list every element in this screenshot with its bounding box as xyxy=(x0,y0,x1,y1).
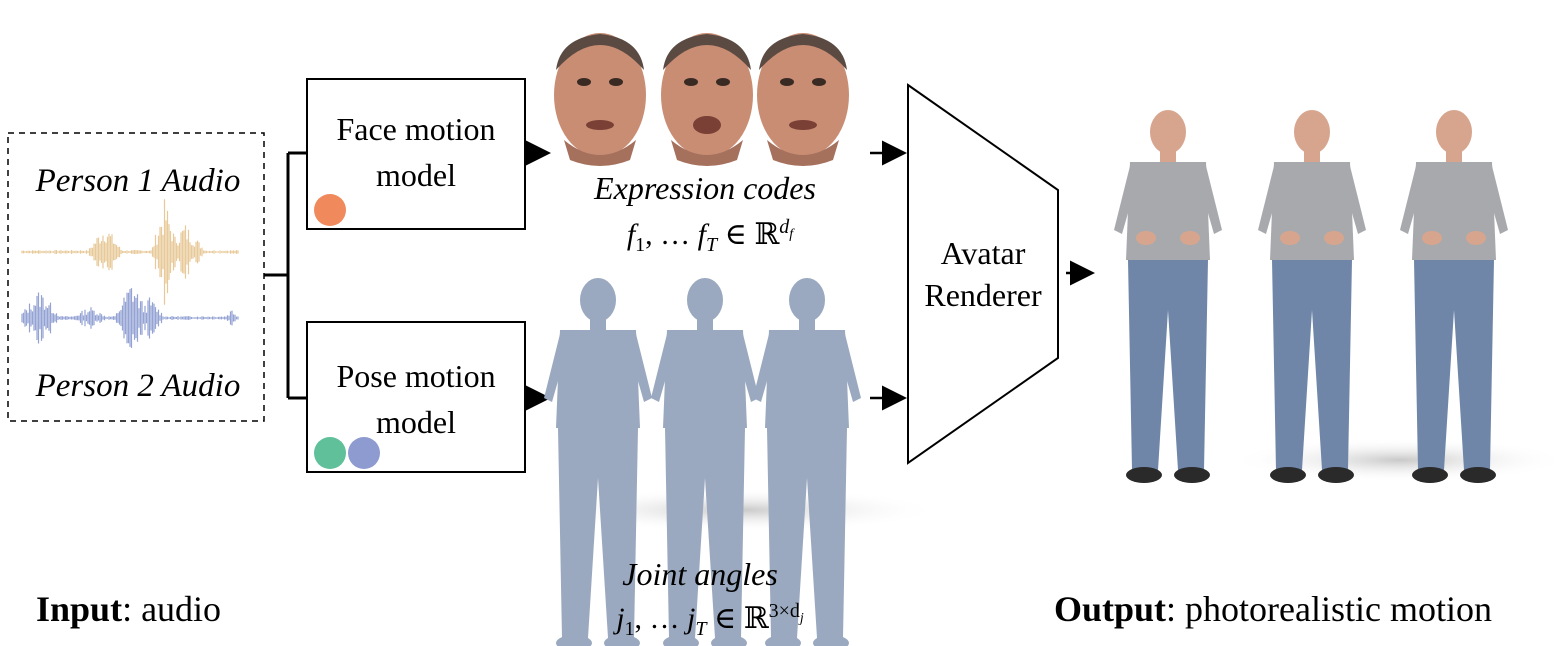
expression-codes-label: Expression codes xyxy=(594,170,816,206)
face-model-label-line2: model xyxy=(376,157,456,193)
face-motion-model-box: Face motion model xyxy=(306,78,526,230)
pose-motion-model-box: Pose motion model xyxy=(306,321,526,473)
renderer-label-line2: Renderer xyxy=(924,277,1042,313)
pose-model-label-line2: model xyxy=(376,404,456,440)
output-avatar-3 xyxy=(1400,110,1508,483)
branch-connector xyxy=(264,151,306,400)
pose-model-label-line1: Pose motion xyxy=(336,358,496,394)
joint-angles-formula: j1, … jT ∈ ℝ3×dj xyxy=(616,600,804,640)
pose-mesh-figure-2 xyxy=(651,278,759,646)
expression-face-1 xyxy=(554,33,646,166)
output-avatar-figures xyxy=(1114,110,1508,483)
joint-angles-label: Joint angles xyxy=(622,556,778,592)
expression-formula: f1, … fT ∈ ℝdf xyxy=(626,216,794,256)
avatar-renderer-trapezoid xyxy=(907,83,1059,465)
person2-audio-label: Person 2 Audio xyxy=(35,368,241,404)
pose-mesh-figure-3 xyxy=(753,278,861,646)
pose-mesh-figure-1 xyxy=(544,278,652,646)
expression-face-images xyxy=(554,33,849,166)
expression-face-2 xyxy=(661,33,753,166)
pose-model-marker-dot-2 xyxy=(348,437,380,469)
expression-face-3 xyxy=(757,33,849,166)
input-caption: Input: audio xyxy=(36,589,222,629)
person1-waveform xyxy=(21,199,239,305)
output-avatar-2 xyxy=(1258,110,1366,483)
person1-audio-label: Person 1 Audio xyxy=(35,163,241,199)
output-avatar-1 xyxy=(1114,110,1222,483)
person2-waveform xyxy=(21,288,239,348)
pose-model-marker-dot-1 xyxy=(314,437,346,469)
pose-mesh-figures xyxy=(544,278,861,646)
output-caption: Output: photorealistic motion xyxy=(1054,589,1492,629)
face-model-marker-dot xyxy=(314,194,346,226)
input-dashed-box xyxy=(7,132,265,422)
avatar-renderer-label: Avatar Renderer xyxy=(908,232,1058,316)
face-model-label-line1: Face motion xyxy=(336,111,496,147)
renderer-label-line1: Avatar xyxy=(940,235,1026,271)
